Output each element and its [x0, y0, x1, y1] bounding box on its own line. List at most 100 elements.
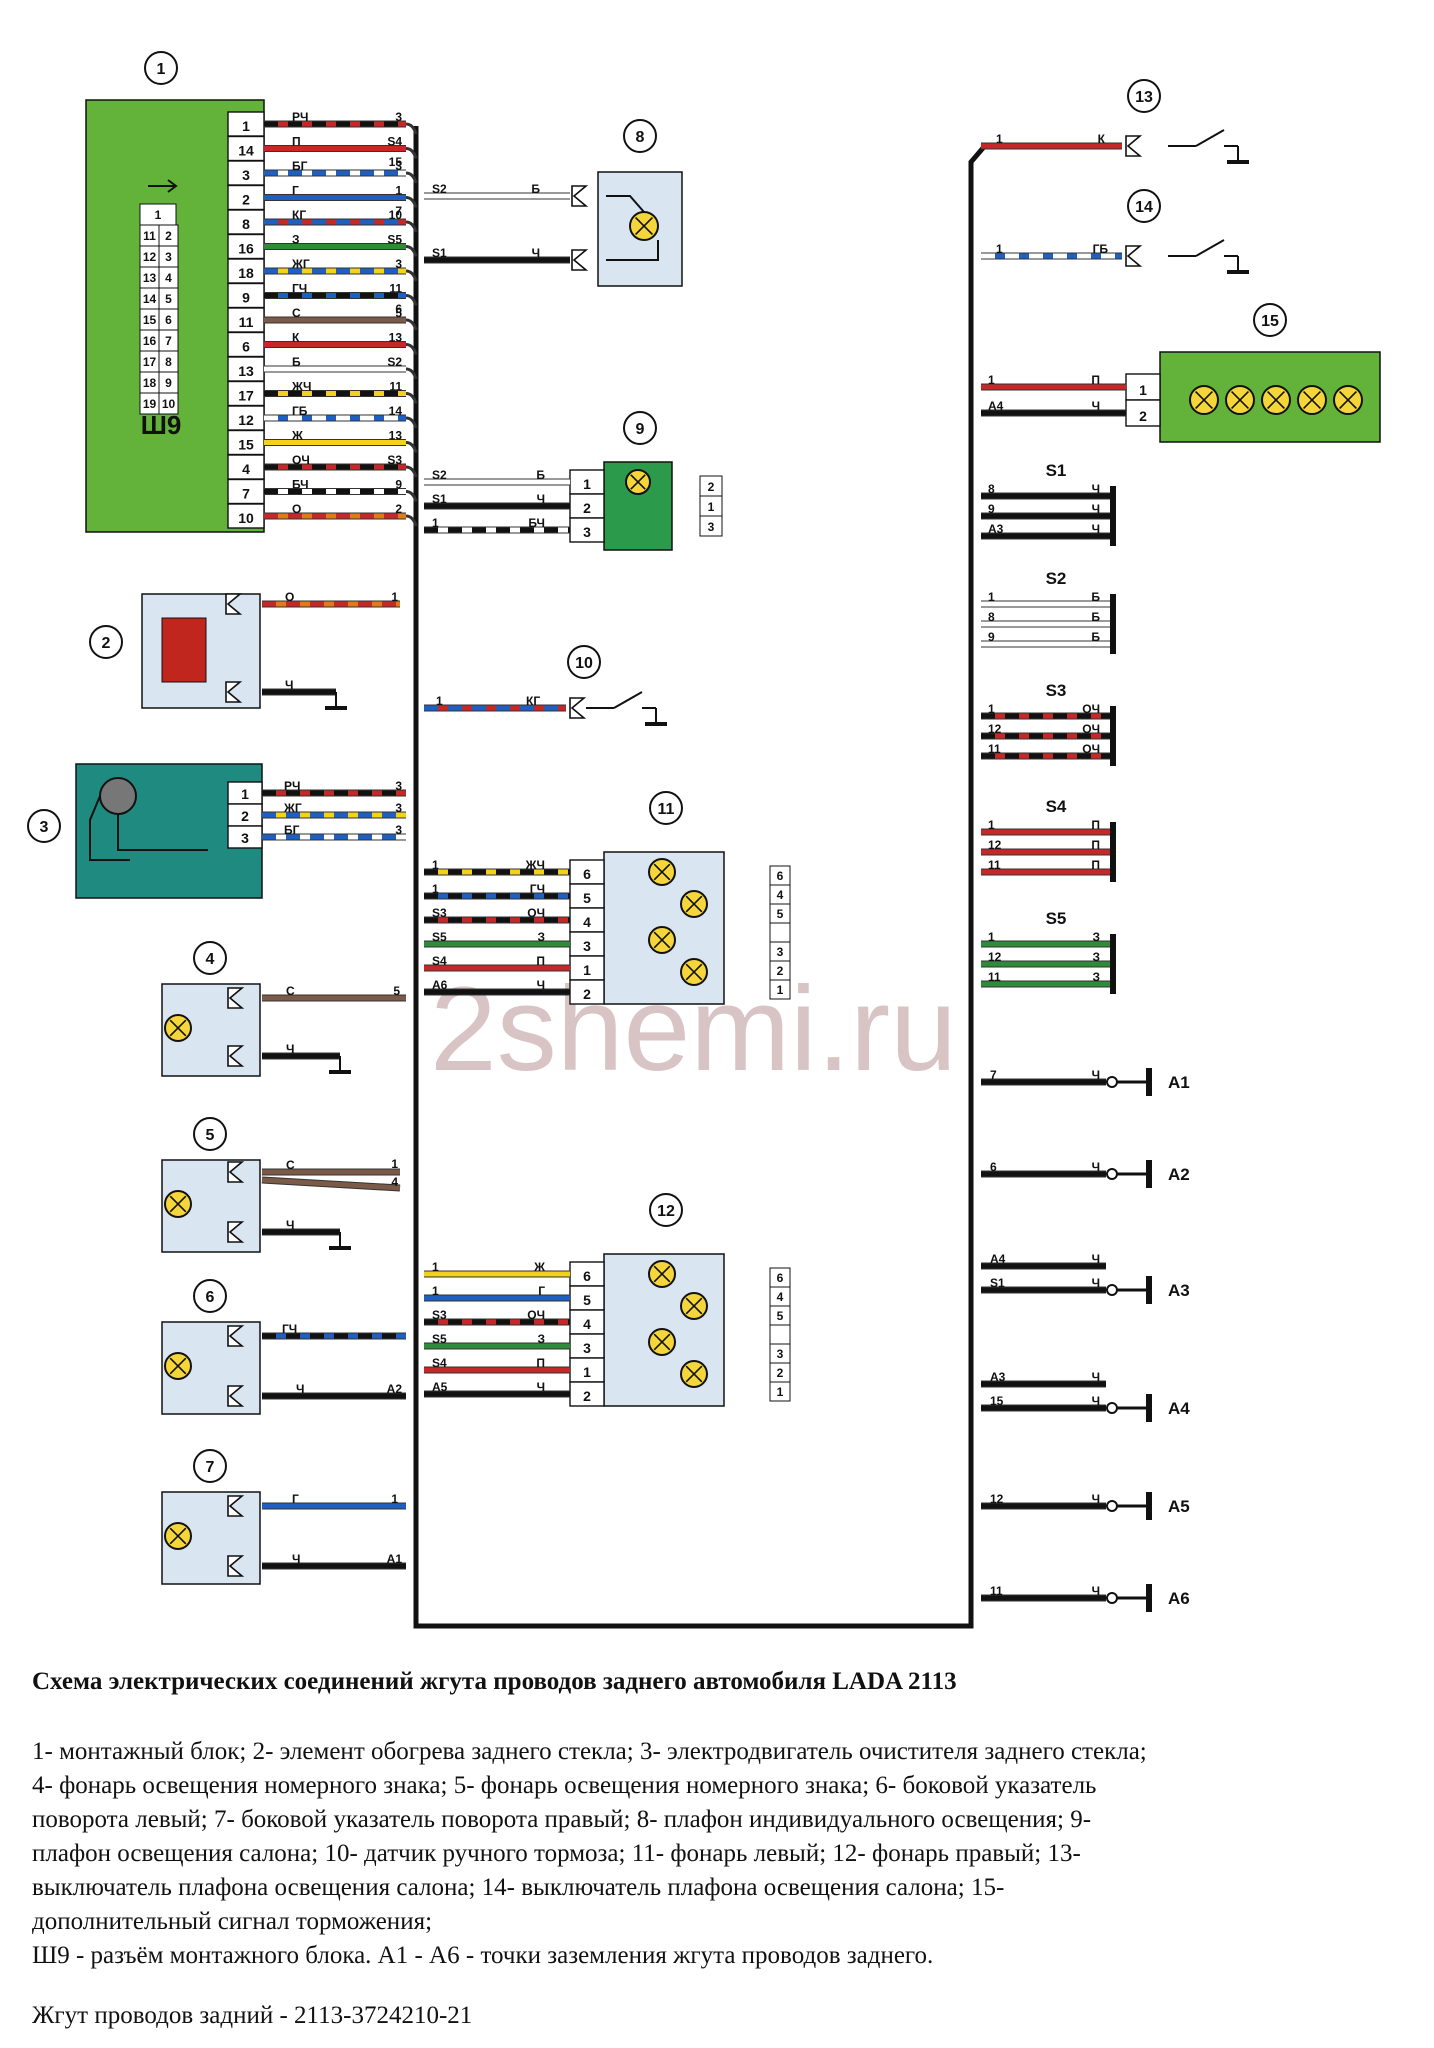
lamp-cross	[1195, 391, 1213, 409]
wire-end: 12	[988, 838, 1002, 852]
ground-plate-icon	[1146, 1394, 1152, 1422]
switch-icon	[1195, 239, 1225, 257]
socket-cell-number: 6	[777, 869, 784, 883]
wire-bend	[405, 122, 418, 135]
wire-code: Б	[536, 468, 545, 482]
callout-circle	[193, 1117, 227, 1151]
wire-end: S4	[432, 954, 447, 968]
wire-end: 1	[996, 132, 1003, 146]
ground-label: A5	[1168, 1497, 1190, 1516]
wire-code: БГ	[284, 823, 300, 837]
socket-cell-number: 3	[165, 250, 172, 264]
wire-end: 1	[436, 694, 443, 708]
wire-end: 1	[988, 930, 995, 944]
wire-end: 15	[990, 1394, 1004, 1408]
callout-number: 12	[657, 1203, 675, 1220]
wire-end: 7	[990, 1068, 997, 1082]
socket-cell-number: 1	[777, 983, 784, 997]
light-internal-wiring	[606, 195, 659, 261]
callout-circle	[193, 1279, 227, 1313]
wire-code: К	[1098, 132, 1106, 146]
socket-cell-number: 5	[777, 907, 784, 921]
wire-end: 10	[389, 208, 403, 222]
wire-code: Б	[1091, 610, 1100, 624]
wire-code: О	[285, 590, 294, 604]
pin-number: 2	[242, 192, 250, 208]
legend-line: дополнительный сигнал торможения;	[32, 1908, 433, 1935]
wire-code: БГ	[292, 159, 308, 173]
wire-end: 1	[988, 590, 995, 604]
pin-number: 13	[238, 363, 254, 379]
wire-bend	[405, 514, 418, 527]
wire-end: 3	[395, 159, 402, 173]
callout-number: 6	[206, 1289, 215, 1306]
wire-code: Ч	[532, 246, 540, 260]
wire-code: ОЧ	[527, 906, 545, 920]
ground-label: A4	[1168, 1399, 1190, 1418]
terminal-icon	[227, 1555, 245, 1577]
wire-bend	[405, 269, 418, 282]
ground-point-icon	[1106, 1402, 1118, 1414]
pin-number: 12	[238, 412, 254, 428]
pin-number: 7	[242, 486, 250, 502]
wire-code: С	[292, 306, 301, 320]
wire-code: Ч	[1092, 1370, 1100, 1384]
harness-part-number: Жгут проводов задний - 2113-3724210-21	[32, 2002, 473, 2029]
wire-end: S5	[387, 233, 402, 247]
wire-end: 12	[988, 950, 1002, 964]
callout-circle	[89, 625, 123, 659]
wire-code: Ж	[533, 1260, 545, 1274]
wire-end: S4	[432, 1356, 447, 1370]
wire-end: 3	[395, 257, 402, 271]
ground-point-icon	[1106, 1168, 1118, 1180]
switch-icon	[613, 691, 643, 709]
lamp-cross	[1303, 391, 1321, 409]
wire-bend	[405, 171, 418, 184]
wire-code: П	[1091, 818, 1100, 832]
terminal-icon	[227, 1221, 245, 1243]
wire-code: ЖЧ	[291, 380, 311, 394]
wire-code: Г	[292, 1492, 299, 1506]
callout-number: 1	[157, 61, 166, 78]
wire-code: Г	[538, 1284, 545, 1298]
wire-bend	[405, 196, 418, 208]
wire-end: S3	[432, 906, 447, 920]
wire-code: Ч	[1092, 1068, 1100, 1082]
wire-end: 1	[432, 1284, 439, 1298]
wire-end: 1	[432, 882, 439, 896]
pin-number: 6	[583, 1268, 591, 1284]
pin-number: 15	[238, 437, 254, 453]
wire-code: О	[292, 502, 301, 516]
socket-cell-number: 1	[777, 1385, 784, 1399]
wire-end: A5	[432, 1380, 448, 1394]
legend-line: поворота левый; 7- боковой указатель пов…	[32, 1806, 1092, 1833]
wire-code: Ч	[1092, 522, 1100, 536]
splice-bar	[1110, 706, 1116, 766]
socket-cell	[699, 515, 723, 537]
wire-code: ОЧ	[1082, 702, 1100, 716]
callout-number: 5	[206, 1127, 215, 1144]
wire-code: Ч	[1092, 1252, 1100, 1266]
wire-end: 1	[988, 702, 995, 716]
wire-end: 12	[990, 1492, 1004, 1506]
callout-circle	[623, 119, 657, 153]
wire-end: 11	[988, 970, 1001, 984]
splice-bar	[1110, 486, 1116, 546]
ground-point-icon	[1106, 1284, 1118, 1296]
pin-box	[569, 1333, 605, 1359]
pin-box	[569, 1309, 605, 1335]
pin-number: 1	[583, 476, 591, 492]
wire-end: 1	[988, 818, 995, 832]
terminal-icon	[571, 185, 589, 207]
wire-end: 13	[389, 331, 403, 345]
wire-code: З	[292, 233, 300, 247]
wire-code: Ж	[291, 429, 303, 443]
wire-end: 1	[391, 1492, 398, 1506]
wire-end: S5	[432, 930, 447, 944]
wire-end: 1	[432, 516, 439, 530]
callout-circle	[1253, 303, 1287, 337]
socket-cell-number: 10	[162, 397, 176, 411]
pin-number: 11	[239, 314, 254, 330]
callout-number: 2	[102, 635, 111, 652]
